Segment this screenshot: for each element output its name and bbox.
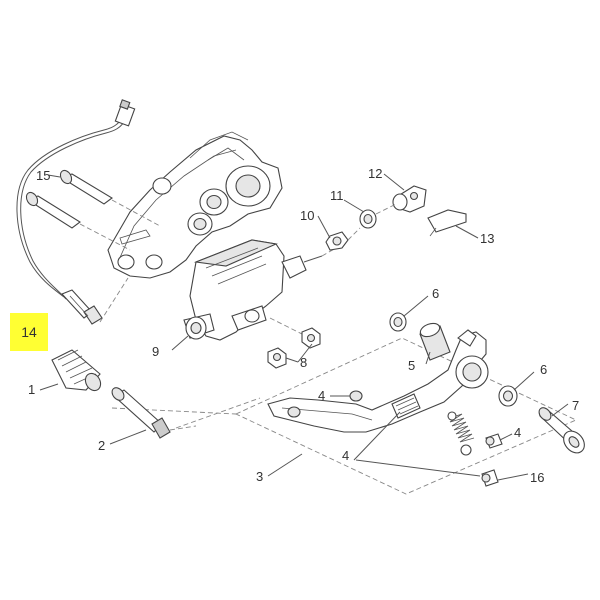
callout-10: 10 [300, 208, 314, 223]
callout-12: 12 [368, 166, 382, 181]
brake-pedal [267, 329, 489, 433]
callout-4-pedal: 4 [318, 388, 325, 403]
brake-switch-wire [16, 99, 136, 325]
washers-6 [389, 312, 518, 407]
callout-11: 11 [330, 188, 344, 203]
callout-labels: 15 1 2 3 9 8 10 11 12 13 6 5 6 7 4 4 4 1… [28, 166, 579, 485]
callout-13: 13 [480, 231, 494, 246]
callout-5: 5 [408, 358, 415, 373]
callout-14-highlighted: 14 [21, 324, 37, 340]
callout-4-bottom: 4 [342, 448, 349, 463]
leader-lines [39, 173, 569, 481]
callout-6-upper: 6 [432, 286, 439, 301]
callout-15: 15 [36, 168, 50, 183]
callout-2: 2 [98, 438, 105, 453]
pedal-pin [111, 387, 197, 439]
pushrod-hardware [325, 185, 467, 251]
screws-4 [349, 390, 503, 487]
callout-3: 3 [256, 469, 263, 484]
pedal-rubber [51, 349, 102, 392]
master-cylinder [183, 239, 337, 341]
mounting-bracket [107, 131, 283, 279]
callout-16: 16 [530, 470, 544, 485]
highlight-box [10, 313, 48, 351]
nuts-8 [267, 327, 321, 369]
callout-8: 8 [300, 355, 307, 370]
callout-1: 1 [28, 382, 35, 397]
callout-4-right: 4 [514, 425, 521, 440]
callout-7: 7 [572, 398, 579, 413]
callout-9: 9 [152, 344, 159, 359]
bush-5 [419, 322, 451, 361]
return-spring [447, 411, 475, 456]
callout-6-lower: 6 [540, 362, 547, 377]
screws-15 [25, 169, 161, 251]
pivot-bolt-7 [538, 407, 585, 454]
